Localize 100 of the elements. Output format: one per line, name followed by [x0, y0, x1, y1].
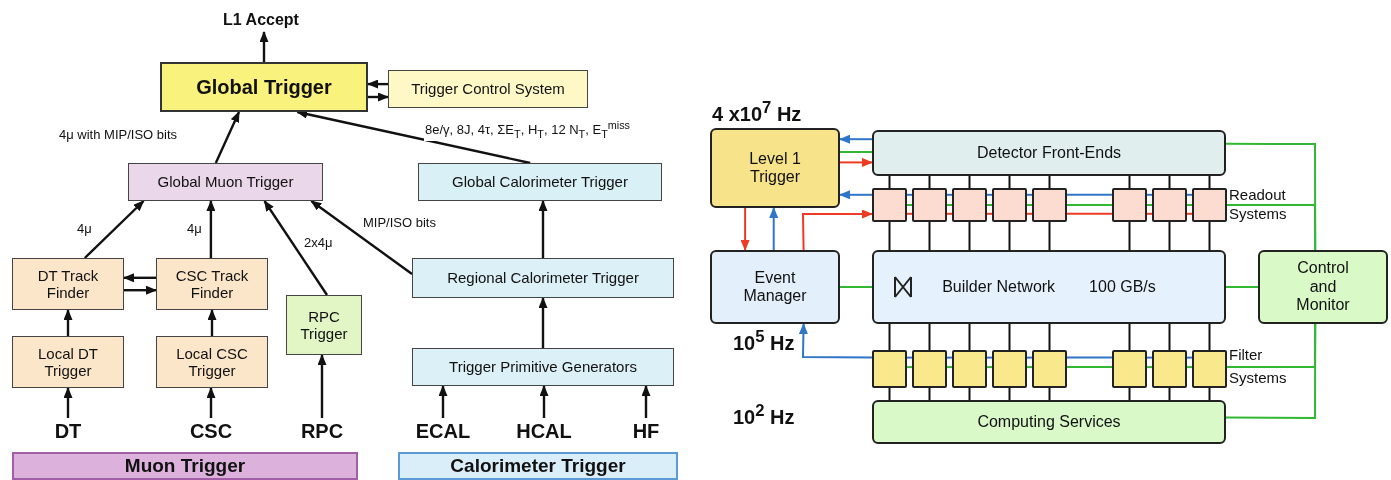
- connector-line: [906, 356, 913, 359]
- buffer-box: [1032, 350, 1067, 388]
- box-label: Computing Services: [977, 412, 1121, 432]
- connector-line: [906, 212, 913, 215]
- buffer-box: [912, 188, 947, 222]
- buffer-box: [1152, 188, 1187, 222]
- box-label: Global Muon Trigger: [157, 173, 294, 191]
- process-box: [12, 258, 124, 310]
- connector-line: [1026, 204, 1033, 206]
- box-label: Trigger Primitive Generators: [449, 358, 637, 376]
- buffer-box: [1112, 350, 1147, 388]
- connector-line: [1186, 356, 1193, 359]
- box-label: DT Track Finder: [36, 266, 100, 302]
- connector-line: [1026, 356, 1033, 359]
- rate-label: 10$^{2}$ Hz: [733, 401, 795, 429]
- box-label: 100 GB/s: [1089, 277, 1156, 297]
- row-label: Systems: [1229, 205, 1287, 222]
- connector-line: [1066, 212, 1113, 215]
- connector-line: [946, 366, 953, 369]
- arrow: [769, 207, 779, 251]
- section-band: [12, 452, 358, 480]
- arrow: [206, 387, 216, 418]
- arrow: [802, 209, 873, 251]
- arrow: [207, 309, 217, 336]
- connector-line: [1026, 212, 1033, 215]
- connector-line: [1048, 221, 1051, 251]
- rate-label: 10$^{5}$ Hz: [733, 327, 795, 355]
- arrow: [83, 200, 145, 259]
- box-label: Detector Front-Ends: [976, 143, 1122, 163]
- process-box: [156, 336, 268, 388]
- arrow: [641, 385, 651, 418]
- buffer-box: [872, 188, 907, 222]
- edge-label: 4μ with MIP/ISO bits: [58, 128, 179, 143]
- box-label: RPC Trigger: [299, 307, 349, 343]
- buffer-box: [952, 188, 987, 222]
- connector-line: [1168, 221, 1171, 251]
- arrow: [310, 200, 413, 275]
- connector-line: [1008, 323, 1011, 351]
- process-box: [12, 336, 124, 388]
- row-label: Filter: [1229, 346, 1263, 363]
- buffer-box: [1192, 188, 1227, 222]
- connector-line: [1225, 323, 1317, 419]
- connector-line: [946, 193, 953, 196]
- connector-line: [1146, 212, 1153, 215]
- connector-line: [1048, 387, 1051, 401]
- process-box: [128, 163, 323, 201]
- process-box: [412, 258, 674, 298]
- connector-line: [946, 356, 953, 359]
- box-label: Control and Monitor: [1295, 259, 1351, 315]
- section-band: [398, 452, 678, 480]
- connector-line: [1168, 387, 1171, 401]
- rate-label: 4 x10$^{7}$ Hz: [712, 98, 802, 126]
- connector-line: [906, 366, 913, 369]
- connector-line: [906, 204, 913, 206]
- connector-line: [1146, 356, 1153, 359]
- buffer-box: [952, 350, 987, 388]
- buffer-box: [992, 188, 1027, 222]
- connector-line: [1146, 193, 1153, 196]
- arrow: [259, 31, 269, 62]
- connector-line: [968, 221, 971, 251]
- connector-line: [888, 387, 891, 401]
- connector-line: [928, 221, 931, 251]
- process-box: [710, 250, 840, 324]
- row-label: Readout: [1229, 186, 1286, 203]
- arrow: [63, 387, 73, 418]
- box-label: Regional Calorimeter Trigger: [447, 269, 639, 287]
- connector-line: [1208, 323, 1211, 351]
- connector-line: [1186, 366, 1193, 369]
- box-label: Local DT Trigger: [37, 344, 99, 380]
- arrow: [206, 200, 216, 258]
- connector-line: [928, 323, 931, 351]
- arrow: [798, 323, 873, 359]
- connector-line: [839, 151, 873, 153]
- buffer-box: [1192, 350, 1227, 388]
- trigger-box: [160, 62, 368, 112]
- connector-line: [986, 193, 993, 196]
- connector-line: [1225, 286, 1259, 288]
- buffer-box: [992, 350, 1027, 388]
- box-label: Global Calorimeter Trigger: [452, 173, 628, 191]
- connector-line: [986, 212, 993, 215]
- connector-line: [1066, 193, 1113, 196]
- edge-label: 4μ: [186, 222, 203, 237]
- box-label: Trigger Control System: [411, 80, 565, 98]
- process-box: [710, 128, 840, 208]
- arrow: [63, 309, 73, 336]
- connector-line: [839, 286, 873, 288]
- connector-line: [888, 221, 891, 251]
- process-box: [872, 130, 1226, 176]
- box-label: Event Manager: [742, 268, 808, 306]
- box-label: Local CSC Trigger: [175, 344, 249, 380]
- connector-line: [986, 366, 993, 369]
- arrow: [367, 79, 388, 89]
- buffer-box: [912, 350, 947, 388]
- process-box: [872, 400, 1226, 444]
- arrow: [839, 134, 873, 144]
- connector-line: [968, 323, 971, 351]
- band-label: Calorimeter Trigger: [450, 455, 626, 477]
- box-label: Builder Network: [942, 277, 1056, 297]
- box-label: Global Trigger: [196, 75, 332, 99]
- output-label: L1 Accept: [200, 8, 322, 32]
